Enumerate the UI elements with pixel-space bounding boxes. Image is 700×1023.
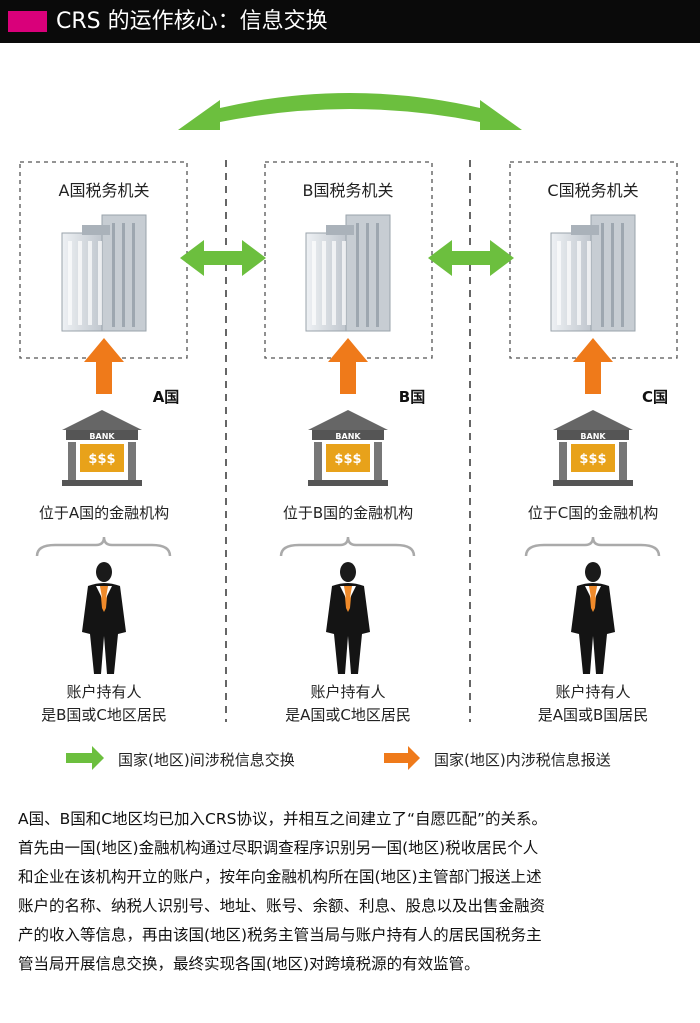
- brace-b: [279, 536, 416, 557]
- holder-label-c-line2: 是A国或B国居民: [538, 706, 649, 724]
- report-arrow-b: [328, 338, 368, 394]
- report-arrow-a: [84, 338, 124, 394]
- institution-label-a: 位于A国的金融机构: [39, 504, 169, 522]
- legend-report-label: 国家(地区)内涉税信息报送: [434, 751, 611, 769]
- building-icon-c: [550, 214, 636, 332]
- description-line: 和企业在该机构开立的账户，按年向金融机构所在国(地区)主管部门报送上述: [18, 868, 542, 886]
- country-label-b: B国: [399, 388, 425, 406]
- holder-label-b-line1: 账户持有人: [310, 683, 385, 701]
- crs-diagram: A国税务机关 B国税务机关 C国税务机关 A国 B国 C国 BANK: [19, 93, 678, 770]
- building-icon-a: [61, 214, 147, 332]
- person-icon-b: [326, 562, 370, 674]
- header-accent-block: [8, 11, 47, 32]
- description-line: 管当局开展信息交换，最终实现各国(地区)对跨境税源的有效监管。: [18, 955, 480, 973]
- description-line: A国、B国和C地区均已加入CRS协议，并相互之间建立了“自愿匹配”的关系。: [18, 810, 548, 828]
- authority-label-b: B国税务机关: [303, 181, 394, 200]
- description-paragraph: A国、B国和C地区均已加入CRS协议，并相互之间建立了“自愿匹配”的关系。 首先…: [18, 805, 686, 979]
- report-arrow-c: [573, 338, 613, 394]
- svg-text:BANK: BANK: [580, 432, 606, 441]
- authority-label-c: C国税务机关: [547, 181, 638, 200]
- institution-label-b: 位于B国的金融机构: [283, 504, 413, 522]
- svg-text:BANK: BANK: [335, 432, 361, 441]
- country-label-a: A国: [153, 388, 180, 406]
- svg-text:$$$: $$$: [334, 452, 361, 467]
- institution-label-c: 位于C国的金融机构: [528, 504, 658, 522]
- person-icon-a: [82, 562, 126, 674]
- svg-text:BANK: BANK: [89, 432, 115, 441]
- bank-icon-c: BANK $$$: [553, 410, 633, 486]
- authority-label-a: A国税务机关: [59, 181, 150, 200]
- header-bar: CRS 的运作核心：信息交换: [0, 0, 700, 43]
- holder-label-c-line1: 账户持有人: [555, 683, 630, 701]
- description-line: 首先由一国(地区)金融机构通过尽职调查程序识别另一国(地区)税收居民个人: [18, 839, 539, 857]
- legend-exchange-label: 国家(地区)间涉税信息交换: [118, 751, 295, 769]
- holder-label-b-line2: 是A国或C地区居民: [285, 706, 411, 724]
- building-icon-b: [305, 214, 391, 332]
- bank-icon-a: BANK $$$: [62, 410, 142, 486]
- brace-c: [524, 536, 661, 557]
- legend-report-arrow-icon: [384, 746, 420, 770]
- page-title: CRS 的运作核心：信息交换: [56, 9, 328, 34]
- person-icon-c: [571, 562, 615, 674]
- bank-icon-b: BANK $$$: [308, 410, 388, 486]
- diagram: A国税务机关 B国税务机关 C国税务机关 A国 B国 C国 BANK: [0, 43, 700, 1023]
- svg-text:$$$: $$$: [579, 452, 606, 467]
- holder-label-a-line1: 账户持有人: [66, 683, 141, 701]
- holder-label-a-line2: 是B国或C地区居民: [41, 706, 167, 724]
- brace-a: [35, 536, 172, 557]
- svg-text:$$$: $$$: [88, 452, 115, 467]
- country-label-c: C国: [642, 388, 668, 406]
- exchange-arrow-bc: [428, 240, 514, 276]
- top-exchange-arrow: [178, 93, 522, 130]
- description-line: 账户的名称、纳税人识别号、地址、账号、余额、利息、股息以及出售金融资: [18, 897, 546, 915]
- exchange-arrow-ab: [180, 240, 266, 276]
- legend-exchange-arrow-icon: [66, 746, 104, 770]
- description-line: 产的收入等信息，再由该国(地区)税务主管当局与账户持有人的居民国税务主: [18, 926, 542, 944]
